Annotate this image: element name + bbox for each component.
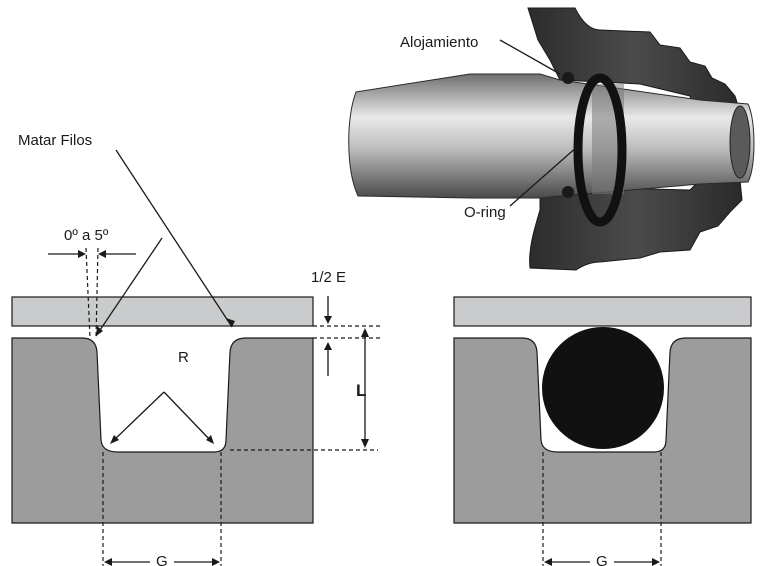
oring-leader [509, 145, 579, 207]
g-label-left: G [156, 553, 168, 566]
right-gland-body [453, 337, 752, 524]
left-section: Matar Filos 0º a 5º R 1/2 E L [11, 132, 380, 566]
housing-hole-top [562, 72, 574, 84]
angle-label: 0º a 5º [64, 227, 109, 244]
arrowhead [206, 435, 214, 444]
left-gland-body [11, 337, 314, 524]
angle-ref-line [85, 247, 91, 339]
r-label: R [178, 349, 189, 366]
half-e-label: 1/2 E [311, 269, 346, 286]
alojamiento-label: Alojamiento [400, 34, 478, 51]
arrowhead [110, 435, 119, 444]
arrowhead [361, 328, 369, 337]
arrowhead [361, 439, 369, 448]
left-cover-plate [11, 296, 314, 327]
assembly-illustration: Alojamiento O-ring [348, 7, 755, 271]
arrowhead [104, 558, 112, 566]
r-leader-right [163, 391, 213, 443]
arrowhead [226, 318, 235, 327]
housing-hole-bottom [562, 186, 574, 198]
alojamiento-leader [499, 39, 561, 75]
r-leader-left [111, 391, 165, 443]
arrowhead [78, 250, 86, 258]
arrowhead [98, 250, 106, 258]
oring-cross-section [542, 327, 664, 449]
angle-ref-line [95, 247, 99, 339]
oring-3d [573, 73, 627, 227]
arrowhead [652, 558, 660, 566]
arrowhead [544, 558, 552, 566]
g-label-right: G [596, 553, 608, 566]
matar-filos-leader-main [115, 149, 233, 328]
oring-label: O-ring [464, 204, 506, 221]
housing-upper [527, 7, 741, 113]
arrowhead [324, 342, 332, 350]
matar-filos-label: Matar Filos [18, 132, 92, 149]
shaft [348, 73, 755, 199]
shaft-end [729, 105, 751, 179]
matar-filos-leader-left [95, 237, 163, 337]
l-label: L [356, 381, 366, 400]
arrowhead [212, 558, 220, 566]
arrowhead [96, 326, 103, 336]
right-section: G [453, 296, 752, 566]
arrowhead [324, 316, 332, 324]
right-cover-plate [453, 296, 752, 327]
